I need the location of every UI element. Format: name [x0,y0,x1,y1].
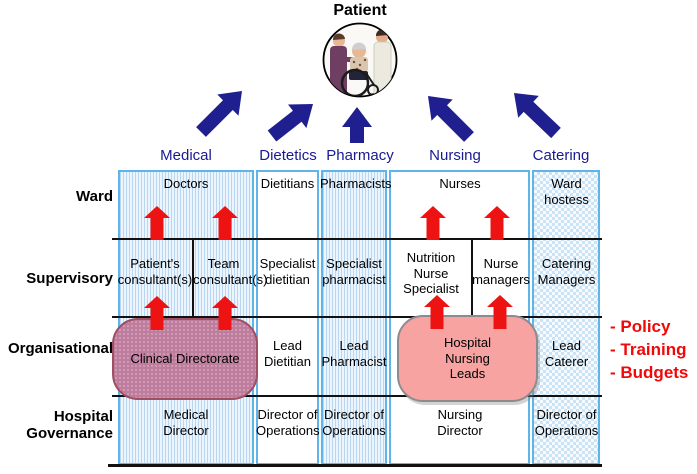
cell-ward-medical: Doctors [163,176,209,191]
row-label-organisational: Organisational [7,340,113,357]
cell-supervisory-patients-consultant: Patient's consultant(s) [117,256,193,287]
patient-title: Patient [333,2,387,19]
row-divider-ward-supervisory [112,238,602,240]
cell-governance-nursing-director: Nursing Director [437,407,483,438]
cell-organisational-lead-pharmacist: Lead Pharmacist [321,338,387,369]
red-up-arrow-doctors-left-icon [144,206,170,240]
column-label-nursing: Nursing [429,147,481,164]
red-up-arrow-nurses-right-icon [484,206,510,240]
cell-supervisory-team-consultant: Team consultant(s) [193,256,268,287]
row-label-hospital-governance: Hospital Governance [26,408,113,442]
cell-supervisory-specialist-pharmacist: Specialist pharmacist [322,256,386,287]
red-up-arrow-clinical-left-icon [144,296,170,330]
row-divider-supervisory-organisational [112,316,602,318]
column-label-pharmacy: Pharmacy [326,147,394,164]
column-label-dietetics: Dietetics [259,147,317,164]
red-up-arrow-doctors-right-icon [212,206,238,240]
patient-in-wheelchair-icon [322,22,398,98]
red-up-arrow-clinical-right-icon [212,296,238,330]
red-up-arrow-nursing-leads-left-icon [424,295,450,329]
cell-organisational-lead-dietitian: Lead Dietitian [264,338,311,369]
clinical-directorate-shape: Clinical Directorate [112,318,258,400]
red-up-arrow-nurses-left-icon [420,206,446,240]
table-bottom-line [108,464,602,467]
red-up-arrow-nursing-leads-right-icon [487,295,513,329]
column-label-medical: Medical [160,147,212,164]
row-label-supervisory: Supervisory [26,270,113,287]
nursing-supervisory-divider [471,239,473,317]
cell-organisational-lead-caterer: Lead Caterer [544,338,589,369]
cell-supervisory-catering-managers: Catering Managers [537,256,596,287]
annotation-training: - Training [610,340,687,359]
cell-supervisory-nutrition-nurse-specialist: Nutrition Nurse Specialist [403,250,459,296]
cell-ward-dietetics: Dietitians [260,176,315,191]
clinical-directorate-label: Clinical Directorate [130,351,240,367]
flow-arrow-dietetics-icon [267,104,313,142]
patient-photo [321,21,399,99]
hospital-nursing-leads-label: Hospital Nursing Leads [444,335,491,382]
cell-supervisory-specialist-dietitian: Specialist dietitian [259,256,316,287]
row-divider-organisational-governance [112,395,602,397]
column-label-catering: Catering [532,147,590,164]
flow-arrow-medical-icon [196,91,242,137]
hospital-nursing-leads-shape: Hospital Nursing Leads [397,315,538,402]
cell-ward-nursing: Nurses [439,176,481,191]
row-label-ward: Ward [76,188,113,205]
annotation-budgets: - Budgets [610,363,689,382]
cell-governance-director-ops-pharmacy: Director of Operations [322,407,386,438]
flow-arrow-catering-icon [514,93,561,139]
cell-ward-catering: Ward hostess [544,176,589,207]
flow-arrow-pharmacy-icon [342,107,372,143]
annotation-policy: - Policy [610,317,671,336]
cell-governance-director-ops-catering: Director of Operations [534,407,599,438]
medical-supervisory-divider [192,239,194,317]
cell-governance-medical-director: Medical Director [163,407,209,438]
flow-arrow-nursing-icon [428,96,474,142]
cell-supervisory-nurse-managers: Nurse managers [472,256,530,287]
cell-governance-director-ops-dietetics: Director of Operations [256,407,320,438]
cell-ward-pharmacy: Pharmacists [320,176,392,191]
